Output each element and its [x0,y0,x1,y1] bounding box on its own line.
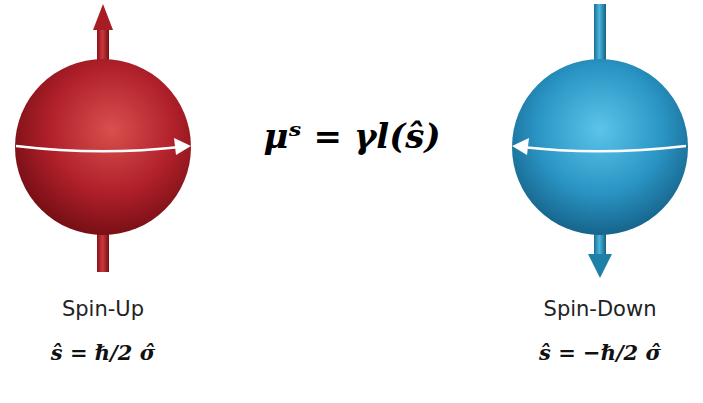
rotation-arrowhead [174,138,191,155]
sphere [15,59,191,235]
sphere [512,59,688,235]
equation: μˢ = γl(ŝ) [263,116,440,156]
state-name: Spin-Up [62,297,144,321]
rotation-arrow [16,146,180,151]
arrow-head [93,4,113,30]
arrow-head [588,254,612,278]
state-name: Spin-Down [544,297,657,321]
rotation-arrowhead [512,138,529,155]
spin-up-figure [15,4,191,272]
spin-operator: ŝ = −ℏ/2 σ̂ [539,340,661,365]
spin-down-figure [512,4,688,278]
rotation-arrow [522,146,686,151]
spin-operator: ŝ = ℏ/2 σ̂ [51,340,155,365]
